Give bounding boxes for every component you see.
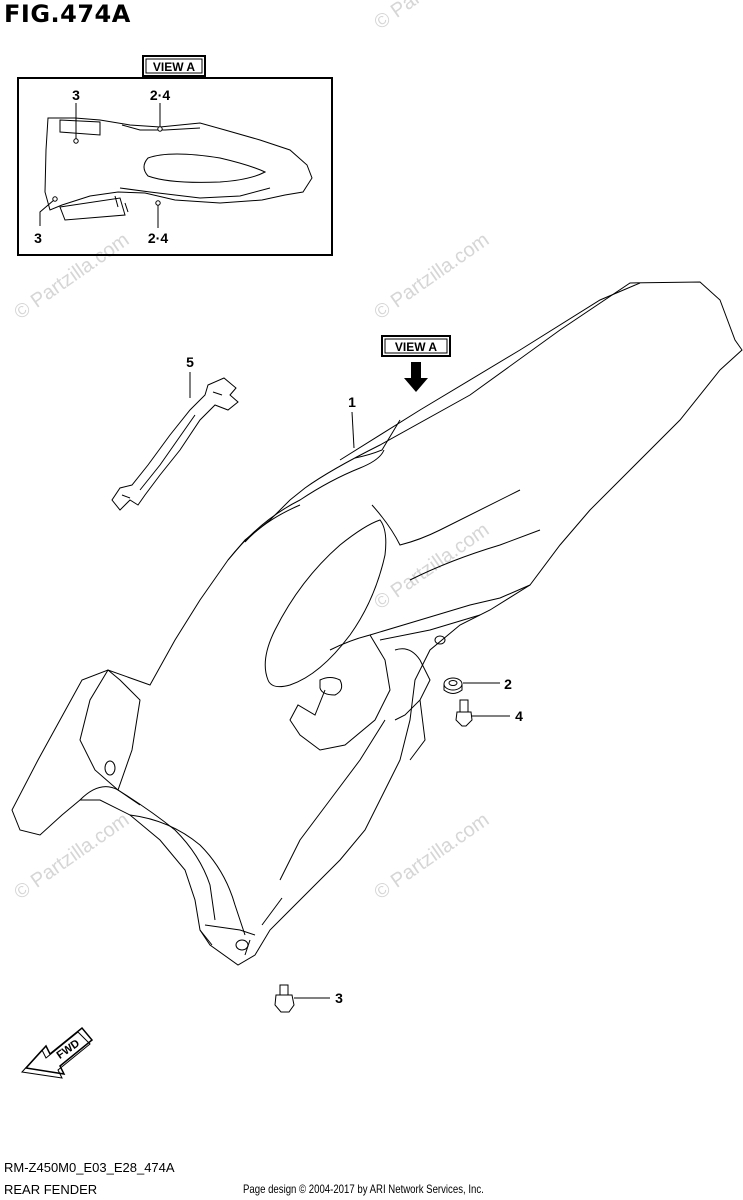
callout-1: 1 — [348, 394, 356, 410]
callout-2-4-top: 2·4 — [150, 87, 170, 103]
nut-part — [443, 677, 500, 694]
watermark-layer: © Partzilla.com © Partzilla.com © Partzi… — [10, 0, 493, 904]
view-a-main-label: VIEW A — [395, 340, 438, 354]
watermark-text: © Partzilla.com — [10, 229, 133, 324]
callout-2-4-bottom: 2·4 — [148, 230, 168, 246]
part-name: REAR FENDER — [4, 1182, 98, 1197]
model-code: RM-Z450M0_E03_E28_474A — [4, 1160, 175, 1175]
rear-fender-part — [11, 281, 743, 966]
watermark-text: © Partzilla.com — [370, 0, 493, 34]
watermark-text: © Partzilla.com — [370, 229, 493, 324]
callout-4: 4 — [515, 708, 523, 724]
watermark-text: © Partzilla.com — [370, 519, 493, 614]
view-a-inset-label: VIEW A — [153, 60, 196, 74]
watermark-text: © Partzilla.com — [370, 809, 493, 904]
figure-title: FIG.474A — [4, 0, 131, 28]
rear-fender-exploded-diagram: © Partzilla.com © Partzilla.com © Partzi… — [10, 0, 743, 1079]
bolt-upper-part — [455, 699, 510, 727]
bolt-lower-part — [274, 984, 330, 1013]
watermark-text: © Partzilla.com — [10, 809, 133, 904]
copyright-notice: Page design © 2004-2017 by ARI Network S… — [243, 1182, 484, 1196]
callout-3-bottom: 3 — [34, 230, 42, 246]
view-a-pointer: VIEW A — [381, 335, 451, 392]
view-a-inset: VIEW A 3 2·4 3 2·4 — [17, 55, 333, 256]
callout-5: 5 — [186, 354, 194, 370]
fwd-arrow-icon: FWD — [21, 1026, 94, 1079]
callout-3-top: 3 — [72, 87, 80, 103]
callout-3-main: 3 — [335, 990, 343, 1006]
callout-2: 2 — [504, 676, 512, 692]
bracket-part — [111, 372, 239, 511]
down-arrow-icon — [404, 362, 428, 392]
